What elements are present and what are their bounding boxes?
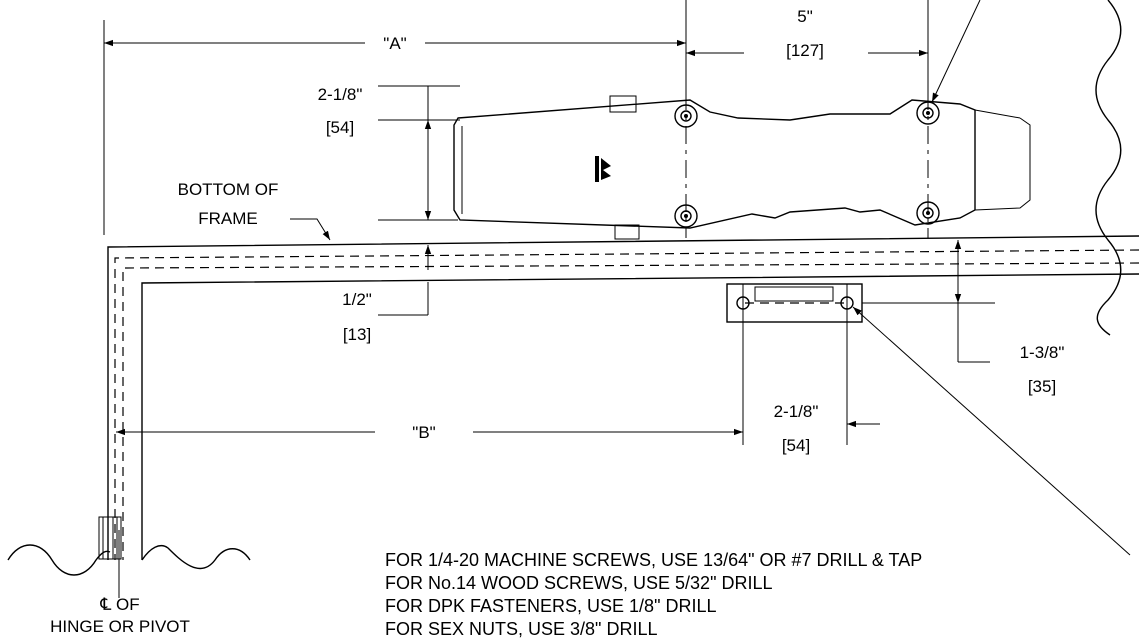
- half-inch-label: 1/2": [342, 290, 372, 309]
- hinge-centerline-label: ℄ OF: [99, 595, 139, 614]
- screw-hole: [674, 204, 698, 228]
- closer-screw-holes: [674, 101, 940, 228]
- note-machine-screws: FOR 1/4-20 MACHINE SCREWS, USE 13/64" OR…: [385, 550, 922, 570]
- bottom-of-frame-label-1: BOTTOM OF: [178, 180, 279, 199]
- bracket-width-in-label: 2-1/8": [774, 402, 819, 421]
- drop-mm-label: [35]: [1028, 377, 1056, 396]
- screw-hole: [916, 201, 940, 225]
- door-closer-body: [453, 92, 1031, 240]
- dimension-lines: [104, 0, 1131, 556]
- drop-in-label: 1-3/8": [1020, 343, 1065, 362]
- closer-height-in-label: 2-1/8": [318, 85, 363, 104]
- half-inch-mm-label: [13]: [343, 325, 371, 344]
- door-frame: [107, 0, 1139, 560]
- note-sex-nuts: FOR SEX NUTS, USE 3/8" DRILL: [385, 619, 657, 638]
- dimension-a-label: "A": [383, 34, 406, 53]
- extension-lines: [103, 0, 995, 304]
- dimension-b-label: "B": [412, 423, 435, 442]
- hinge-pivot: [7, 516, 251, 598]
- dimension-5in-label: 5": [797, 7, 813, 26]
- screw-hole: [674, 104, 698, 128]
- hinge-or-pivot-label: HINGE OR PIVOT: [50, 617, 190, 636]
- closer-height-mm-label: [54]: [326, 118, 354, 137]
- bottom-of-frame-label-2: FRAME: [198, 209, 258, 228]
- manufacturer-logo: [595, 156, 611, 182]
- bracket-width-mm-label: [54]: [782, 436, 810, 455]
- screw-hole: [916, 101, 940, 125]
- note-wood-screws: FOR No.14 WOOD SCREWS, USE 5/32" DRILL: [385, 573, 772, 593]
- note-dpk-fasteners: FOR DPK FASTENERS, USE 1/8" DRILL: [385, 596, 716, 616]
- dimension-127mm-label: [127]: [786, 41, 824, 60]
- wall-break-line: [1095, 0, 1122, 336]
